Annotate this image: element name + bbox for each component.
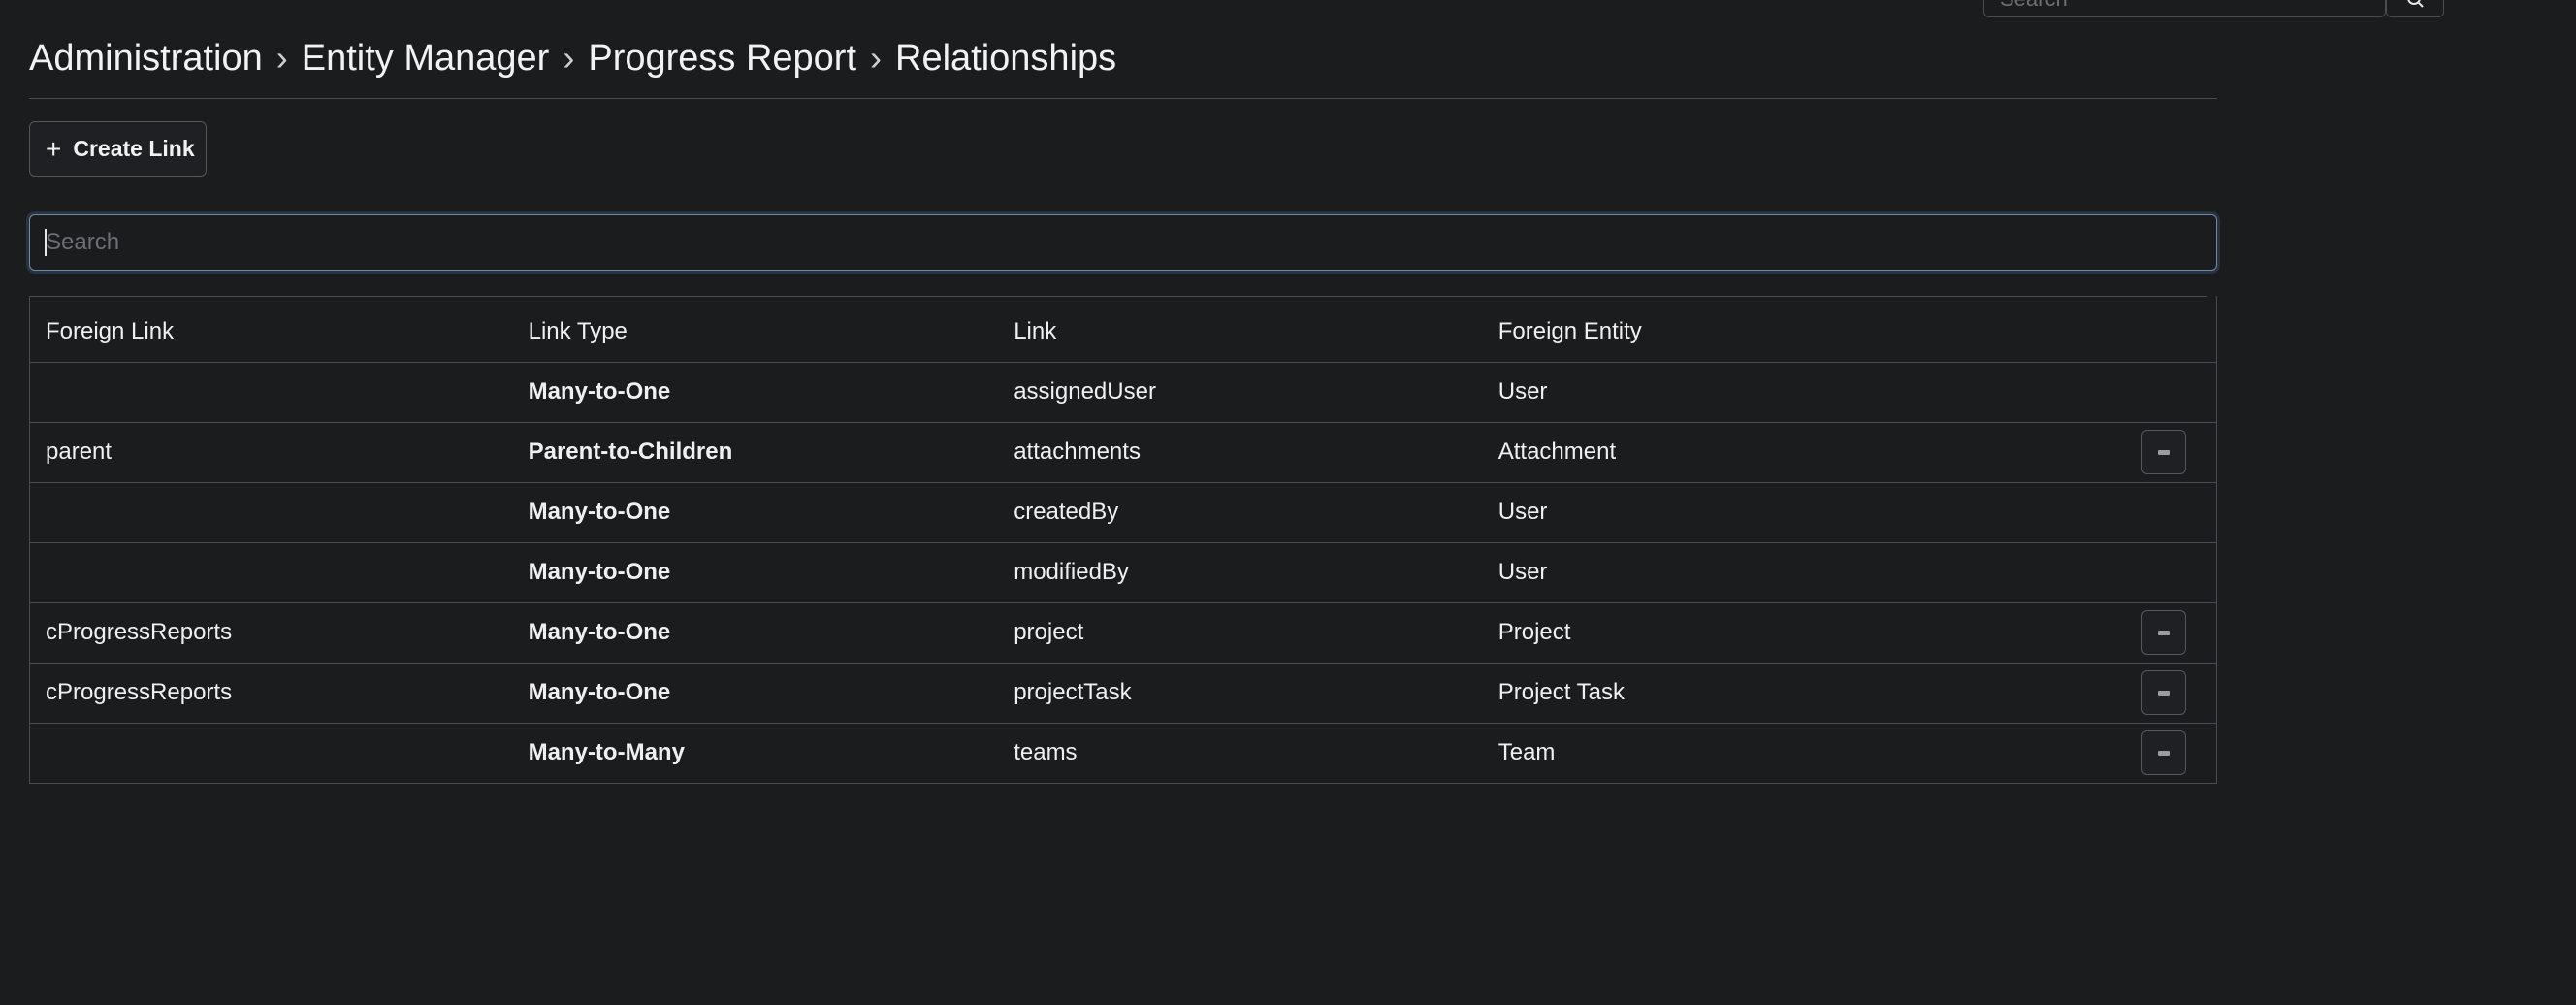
link-cell[interactable]: modifiedBy [998, 542, 1483, 603]
table-row: Many-to-Many teams Team [30, 723, 2216, 784]
link-type-cell: Many-to-Many [512, 723, 999, 784]
breadcrumb-separator: › [275, 38, 288, 78]
link-cell[interactable]: teams [998, 723, 1483, 784]
link-type-cell: Many-to-One [512, 602, 999, 664]
actions-cell [2141, 422, 2216, 483]
breadcrumb: Administration › Entity Manager › Progress R… [29, 33, 2217, 83]
link-cell[interactable]: projectTask [998, 663, 1483, 724]
column-header-foreign-link[interactable]: Foreign Link [30, 302, 513, 363]
foreign-link-cell [30, 362, 513, 423]
actions-cell [2141, 723, 2216, 784]
foreign-entity-cell: Attachment [1482, 422, 2142, 483]
minus-icon [2158, 630, 2171, 635]
table-row: Many-to-One createdBy User [30, 482, 2216, 543]
column-header-link-type[interactable]: Link Type [512, 302, 999, 363]
foreign-link-cell [30, 542, 513, 603]
actions-cell [2141, 542, 2216, 603]
remove-link-button[interactable] [2141, 730, 2187, 775]
foreign-entity-cell: Project Task [1482, 663, 2142, 724]
column-header-actions [2141, 302, 2216, 363]
foreign-entity-cell: Project [1482, 602, 2142, 664]
actions-cell [2141, 362, 2216, 423]
table-top-divider [29, 296, 2207, 297]
link-type-cell: Many-to-One [512, 482, 999, 543]
link-cell[interactable]: assignedUser [998, 362, 1483, 423]
table-row: cProgressReports Many-to-One projectTask… [30, 663, 2216, 724]
foreign-entity-cell: User [1482, 542, 2142, 603]
foreign-link-cell [30, 723, 513, 784]
table-row: parent Parent-to-Children attachments At… [30, 422, 2216, 483]
link-type-cell: Many-to-One [512, 362, 999, 423]
navbar-search-input[interactable]: Search [1983, 0, 2386, 17]
remove-link-button[interactable] [2141, 430, 2187, 474]
breadcrumb-item-entity-manager[interactable]: Entity Manager [301, 38, 550, 79]
link-type-cell: Many-to-One [512, 663, 999, 724]
search-icon [2407, 0, 2424, 8]
foreign-link-cell: parent [30, 422, 513, 483]
breadcrumb-separator: › [563, 38, 575, 78]
breadcrumb-item-administration[interactable]: Administration [29, 38, 263, 79]
link-type-cell: Many-to-One [512, 542, 999, 603]
navbar-search-button[interactable] [2386, 0, 2444, 17]
remove-link-button[interactable] [2141, 610, 2187, 655]
link-type-cell: Parent-to-Children [512, 422, 999, 483]
create-link-label: Create Link [73, 136, 195, 161]
minus-icon [2158, 449, 2171, 455]
bell-icon[interactable] [2512, 0, 2531, 6]
foreign-entity-cell: User [1482, 482, 2142, 543]
table-row: cProgressReports Many-to-One project Pro… [30, 602, 2216, 664]
foreign-entity-cell: Team [1482, 723, 2142, 784]
actions-cell [2141, 602, 2216, 664]
text-caret [45, 229, 47, 256]
foreign-link-cell: cProgressReports [30, 602, 513, 664]
breadcrumb-item-progress-report[interactable]: Progress Report [588, 38, 857, 79]
minus-icon [2158, 690, 2171, 696]
remove-link-button[interactable] [2141, 670, 2187, 715]
table-row: Many-to-One modifiedBy User [30, 542, 2216, 603]
page-title: Relationships [895, 38, 1117, 79]
column-header-link[interactable]: Link [998, 302, 1483, 363]
page-header: Administration › Entity Manager › Progress R… [29, 33, 2217, 99]
breadcrumb-separator: › [870, 38, 883, 78]
foreign-link-cell [30, 482, 513, 543]
link-cell[interactable]: project [998, 602, 1483, 664]
plus-icon[interactable] [2463, 0, 2483, 6]
menu-icon[interactable] [2557, 0, 2576, 6]
foreign-entity-cell: User [1482, 362, 2142, 423]
create-link-button[interactable]: + Create Link [29, 121, 207, 177]
search-input[interactable] [29, 214, 2217, 271]
relationships-table: Foreign Link Link Type Link Foreign Enti… [29, 296, 2217, 784]
link-cell[interactable]: createdBy [998, 482, 1483, 543]
table-row: Many-to-One assignedUser User [30, 362, 2216, 423]
table-header-row: Foreign Link Link Type Link Foreign Enti… [30, 302, 2216, 363]
foreign-link-cell: cProgressReports [30, 663, 513, 724]
link-cell[interactable]: attachments [998, 422, 1483, 483]
actions-cell [2141, 663, 2216, 724]
column-header-foreign-entity[interactable]: Foreign Entity [1482, 302, 2142, 363]
actions-cell [2141, 482, 2216, 543]
plus-icon: + [46, 133, 62, 164]
minus-icon [2158, 750, 2171, 756]
